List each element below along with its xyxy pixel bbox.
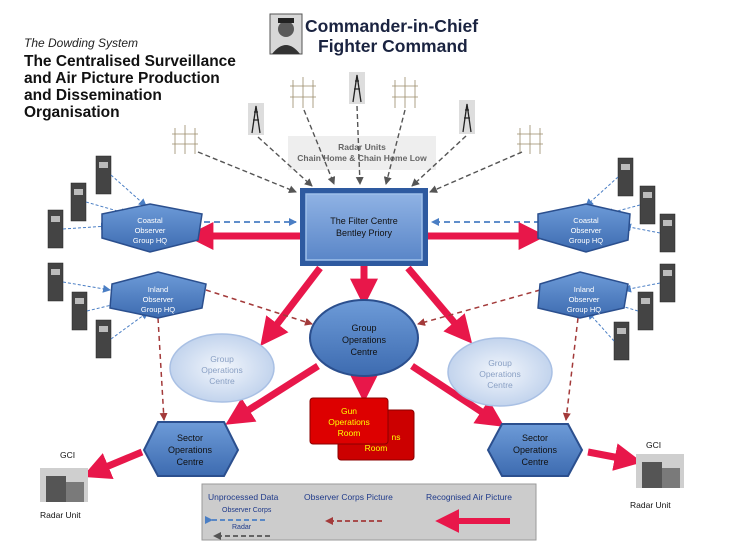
legend-recognised-picture: Recognised Air Picture xyxy=(426,492,512,502)
gun-ops-front-line-1: Gun xyxy=(341,406,357,416)
legend-observer-picture: Observer Corps Picture xyxy=(304,492,393,502)
subtitle: The Dowding System xyxy=(24,36,138,50)
legend-box: Unprocessed Data Observer Corps Radar Ob… xyxy=(201,483,537,541)
radar-mast-icon xyxy=(172,72,543,154)
radar-units-line-1: Radar Units xyxy=(338,142,386,152)
gun-ops-back-line-1: ns xyxy=(392,432,401,442)
group-operations-centre-right: Group Operations Centre xyxy=(447,337,553,407)
group-ops-right-line-1: Group xyxy=(488,358,512,368)
legend-radar: Radar xyxy=(232,524,252,531)
gci-radar-left-icon xyxy=(40,468,88,502)
sector-left-line-1: Sector xyxy=(177,433,203,443)
inland-left-line-2: Observer xyxy=(143,295,174,304)
sector-right-line-3: Centre xyxy=(521,457,548,467)
commander-portrait xyxy=(269,13,303,55)
gci-radar-right-icon xyxy=(636,454,684,488)
coastal-right-line-2: Observer xyxy=(571,226,602,235)
inland-right-line-3: Group HQ xyxy=(567,305,601,314)
coastal-observer-hq-left: Coastal Observer Group HQ xyxy=(101,203,203,253)
coastal-right-line-1: Coastal xyxy=(573,216,599,225)
commander-line-2: Fighter Command xyxy=(318,36,468,56)
commander-line-1: Commander-in-Chief xyxy=(305,16,478,36)
coastal-right-line-3: Group HQ xyxy=(569,236,603,245)
gci-right-label: GCI xyxy=(646,440,661,450)
radar-units-label-box xyxy=(288,136,436,170)
radar-data-arrows xyxy=(197,105,523,194)
group-ops-left-line-3: Centre xyxy=(209,376,235,386)
radar-units-line-2: Chain Home & Chain Home Low xyxy=(297,153,427,163)
legend-observer-corps: Observer Corps xyxy=(222,507,272,514)
gun-ops-front-line-2: Operations xyxy=(328,417,370,427)
group-ops-left-line-2: Operations xyxy=(201,365,243,375)
inland-left-line-1: Inland xyxy=(148,285,168,294)
group-operations-centre-left: Group Operations Centre xyxy=(169,333,275,403)
filter-centre-line-2: Bentley Priory xyxy=(336,228,393,238)
gun-operations-room-front: Gun Operations Room xyxy=(309,397,389,445)
sector-operations-centre-right: Sector Operations Centre xyxy=(486,423,584,477)
coastal-left-line-2: Observer xyxy=(135,226,166,235)
title-line-3: and Dissemination xyxy=(24,87,162,104)
title-line-4: Organisation xyxy=(24,104,120,121)
title-line-1: The Centralised Surveillance xyxy=(24,53,236,70)
group-ops-left-line-1: Group xyxy=(210,354,234,364)
recognised-picture-arrows xyxy=(82,222,643,479)
gci-left-label: GCI xyxy=(60,450,75,460)
legend-unprocessed: Unprocessed Data xyxy=(208,492,279,502)
group-ops-main-line-2: Operations xyxy=(342,335,387,345)
filter-centre-line-1: The Filter Centre xyxy=(330,216,398,226)
gun-ops-back-line-2: Room xyxy=(365,443,388,453)
coastal-left-line-3: Group HQ xyxy=(133,236,167,245)
title-line-2: and Air Picture Production xyxy=(24,70,220,87)
inland-observer-hq-right: Inland Observer Group HQ xyxy=(537,271,629,319)
inland-left-line-3: Group HQ xyxy=(141,305,175,314)
inland-observer-hq-left: Inland Observer Group HQ xyxy=(109,271,207,319)
coastal-observer-hq-right: Coastal Observer Group HQ xyxy=(537,203,631,253)
inland-right-line-2: Observer xyxy=(569,295,600,304)
group-ops-main-line-3: Centre xyxy=(350,347,377,357)
gun-ops-front-line-3: Room xyxy=(338,428,361,438)
group-ops-main-line-1: Group xyxy=(351,323,376,333)
coastal-left-line-1: Coastal xyxy=(137,216,163,225)
filter-centre xyxy=(305,193,423,261)
observer-picture-arrows xyxy=(157,289,579,421)
group-operations-centre-main: Group Operations Centre xyxy=(309,299,419,377)
sector-right-line-2: Operations xyxy=(513,445,558,455)
gci-left-unit: Radar Unit xyxy=(40,510,81,520)
group-ops-right-line-3: Centre xyxy=(487,380,513,390)
inland-right-line-1: Inland xyxy=(574,285,594,294)
sector-left-line-3: Centre xyxy=(176,457,203,467)
gci-right-unit: Radar Unit xyxy=(630,500,671,510)
group-ops-right-line-2: Operations xyxy=(479,369,521,379)
sector-operations-centre-left: Sector Operations Centre xyxy=(142,421,240,477)
sector-left-line-2: Operations xyxy=(168,445,213,455)
sector-right-line-1: Sector xyxy=(522,433,548,443)
